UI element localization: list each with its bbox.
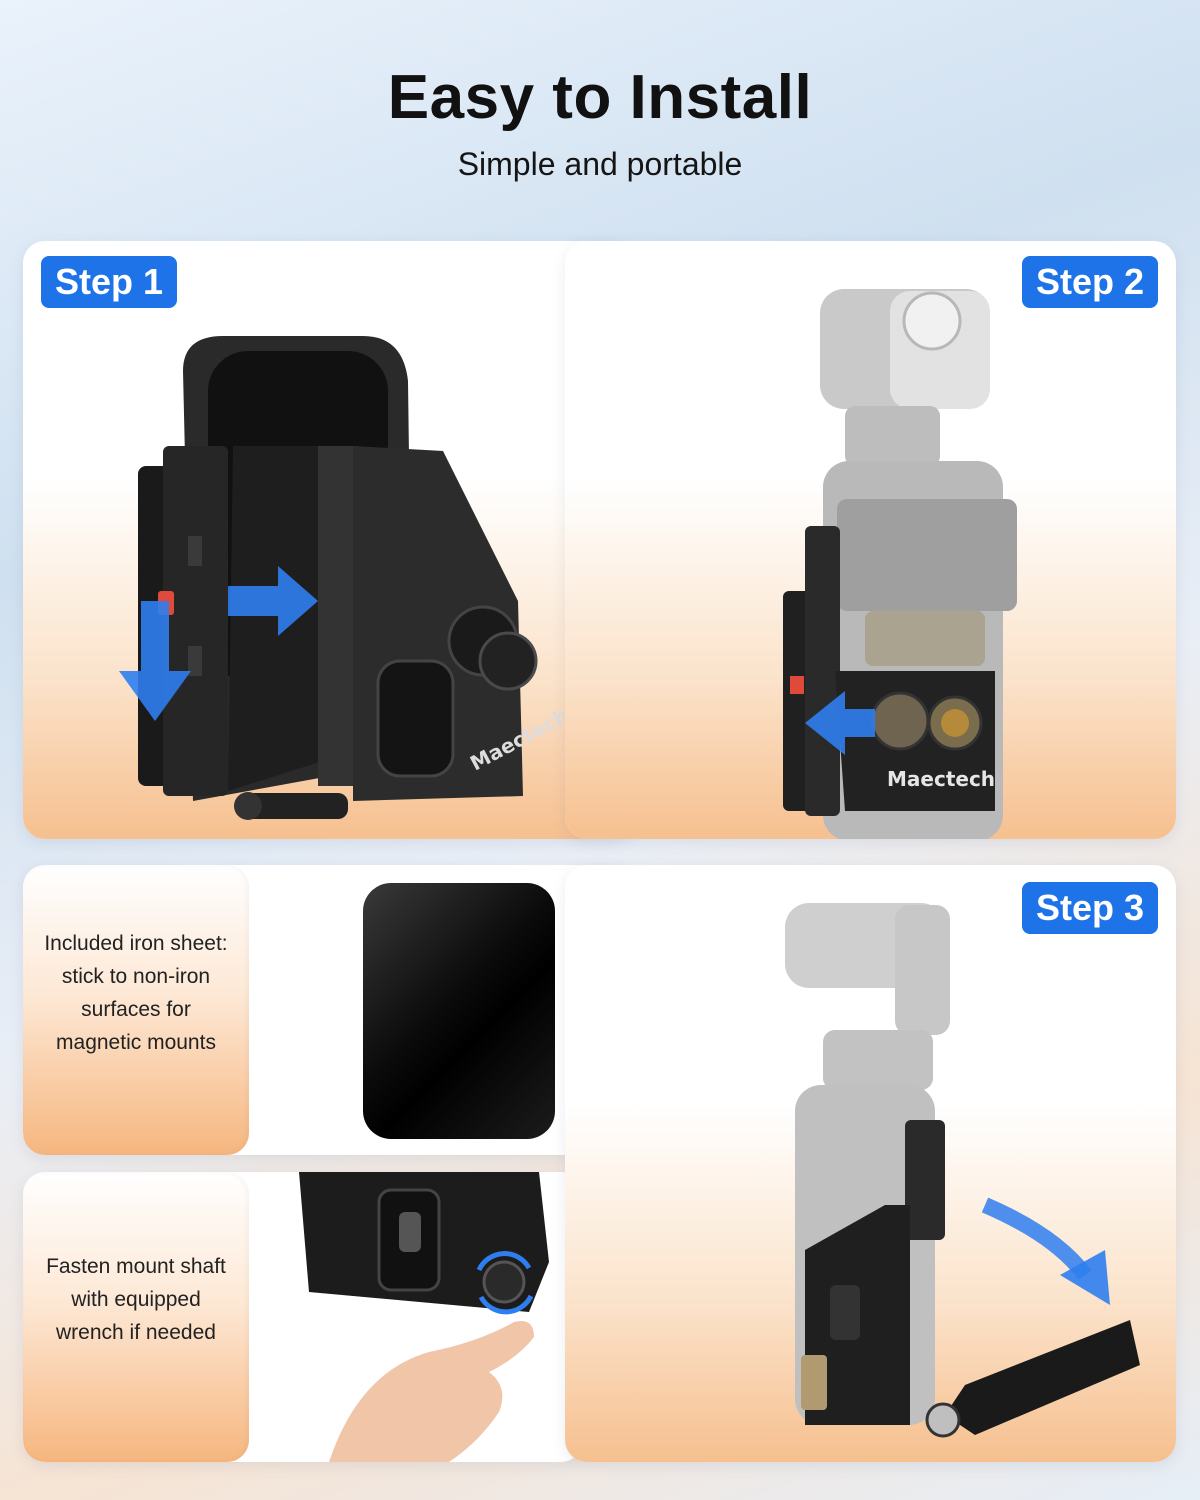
camera-in-mount-image: Maectech [783, 289, 1017, 839]
arrow-right-icon [228, 566, 318, 636]
arrow-down-icon [119, 601, 191, 721]
brand-logo: Maectech [887, 767, 995, 791]
iron-sheet-card: Included iron sheet: stick to non-iron s… [23, 865, 633, 1155]
step-3-badge: Step 3 [1021, 882, 1158, 934]
wrench-side-panel: Fasten mount shaft with equipped wrench … [23, 1172, 249, 1462]
step-2-badge: Step 2 [1021, 256, 1158, 308]
folding-mount-image [785, 903, 1140, 1438]
arrow-rotate-icon [476, 1251, 534, 1315]
step-3-card: Step 3 [565, 865, 1176, 1462]
wrench-use-image [299, 1172, 549, 1462]
page-title: Easy to Install [387, 63, 813, 132]
iron-sheet-side-panel: Included iron sheet: stick to non-iron s… [23, 865, 249, 1155]
step-1-card: Step 1 Maectech [23, 241, 633, 839]
iron-sheet-note: Included iron sheet: stick to non-iron s… [44, 932, 228, 1054]
mount-bracket-image: Maectech [119, 336, 573, 820]
iron-sheet-image [363, 883, 555, 1139]
step-2-card: Step 2 Maectech [565, 241, 1176, 839]
wrench-card: Fasten mount shaft with equipped wrench … [23, 1172, 583, 1462]
arrow-down-icon [981, 1197, 1110, 1305]
wrench-note: Fasten mount shaft with equipped wrench … [46, 1255, 226, 1344]
page-subtitle: Simple and portable [457, 146, 743, 182]
step-1-badge: Step 1 [41, 256, 178, 308]
arrow-left-icon [805, 691, 875, 755]
